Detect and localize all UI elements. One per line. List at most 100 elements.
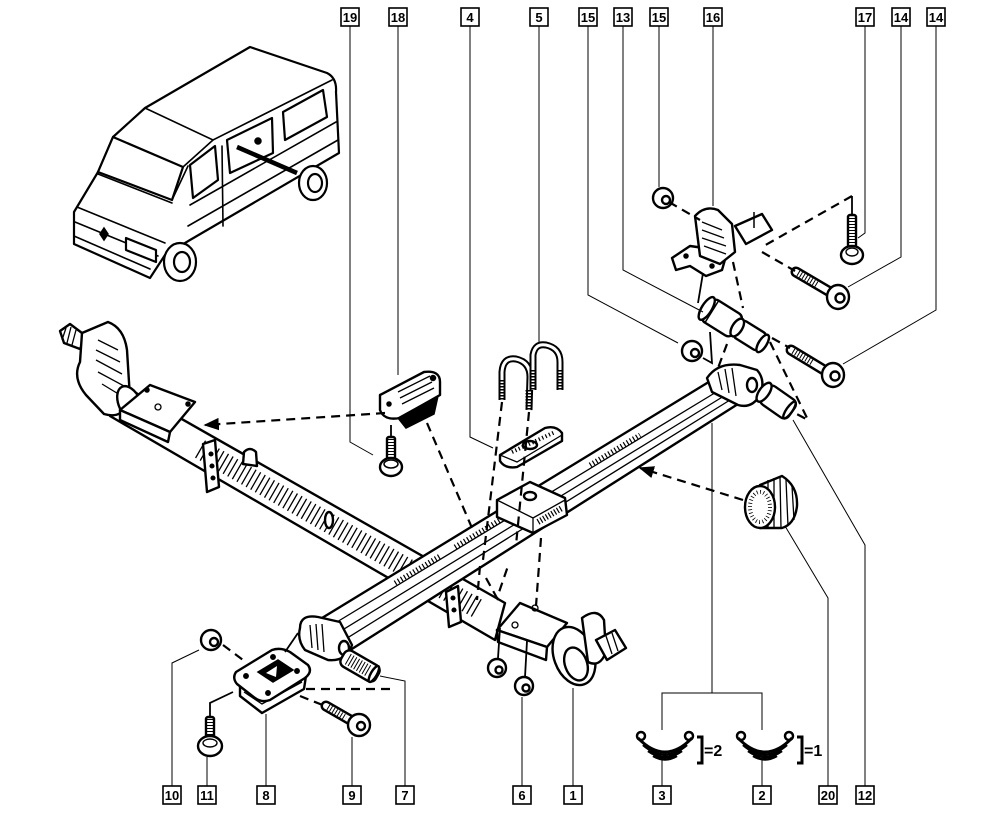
van-rear-wheel bbox=[297, 164, 329, 202]
leaf-pack-icon-2 bbox=[735, 730, 795, 761]
part-17-bolt bbox=[839, 213, 865, 266]
axle-tab bbox=[241, 447, 259, 468]
spring-center-clamp bbox=[495, 480, 569, 535]
part-13-bushing bbox=[697, 295, 771, 354]
van-illustration bbox=[72, 45, 341, 283]
leader-17 bbox=[857, 26, 866, 239]
svg-text:2: 2 bbox=[758, 788, 765, 803]
svg-text:1: 1 bbox=[569, 788, 576, 803]
leader-19 bbox=[349, 26, 374, 456]
leader-14-a bbox=[847, 26, 902, 288]
part-16-shackle-bracket bbox=[670, 207, 774, 278]
part-15-nut-lower bbox=[680, 339, 704, 363]
part-14-bolt-lower bbox=[785, 344, 846, 389]
svg-text:17: 17 bbox=[858, 10, 872, 25]
part-8-spring-bracket bbox=[233, 647, 312, 715]
svg-text:6: 6 bbox=[518, 788, 525, 803]
callout-5: 5 bbox=[529, 7, 549, 27]
callout-20: 20 bbox=[818, 785, 838, 805]
callout-18: 18 bbox=[388, 7, 408, 27]
callout-4: 4 bbox=[460, 7, 480, 27]
part-19-bolt bbox=[378, 425, 404, 478]
leader-14-b bbox=[842, 26, 937, 365]
van-rear-side-window bbox=[281, 88, 329, 142]
callout-13: 13 bbox=[613, 7, 633, 27]
svg-text:9: 9 bbox=[348, 788, 355, 803]
leader-15-a bbox=[587, 26, 679, 344]
callout-12: 12 bbox=[855, 785, 875, 805]
assembly-lines bbox=[203, 195, 853, 717]
part-12-bushing bbox=[755, 381, 798, 420]
callout-2: 2 bbox=[752, 785, 772, 805]
leader-7 bbox=[379, 675, 406, 786]
svg-text:10: 10 bbox=[165, 788, 179, 803]
leaf-pack-icon-3 bbox=[635, 730, 695, 761]
callout-7: 7 bbox=[395, 785, 415, 805]
axle-location-marker bbox=[254, 137, 262, 145]
quantity-bracket-2 bbox=[797, 735, 804, 765]
van-front-wheel bbox=[162, 241, 198, 283]
part-18-bracket bbox=[378, 370, 442, 429]
part-15-nut-upper bbox=[651, 186, 675, 210]
van-headlight bbox=[124, 236, 158, 264]
callout-15-b: 15 bbox=[649, 7, 669, 27]
part-14-bolt-upper bbox=[790, 266, 851, 311]
callout-17: 17 bbox=[855, 7, 875, 27]
van-sliding-door-window bbox=[225, 116, 275, 175]
callout-1: 1 bbox=[563, 785, 583, 805]
callout-15-a: 15 bbox=[578, 7, 598, 27]
callout-16: 16 bbox=[703, 7, 723, 27]
leader-4 bbox=[469, 26, 494, 449]
leader-lines bbox=[171, 26, 937, 786]
svg-text:11: 11 bbox=[200, 788, 214, 803]
callout-6: 6 bbox=[512, 785, 532, 805]
right-stub-axle bbox=[594, 628, 628, 662]
svg-text:7: 7 bbox=[401, 788, 408, 803]
part-6-nuts bbox=[486, 657, 535, 697]
callout-9: 9 bbox=[342, 785, 362, 805]
svg-text:3: 3 bbox=[658, 788, 665, 803]
van-front-door-window bbox=[188, 144, 220, 200]
leader-13 bbox=[622, 26, 704, 313]
svg-text:16: 16 bbox=[706, 10, 720, 25]
svg-text:15: 15 bbox=[581, 10, 595, 25]
part-5-u-bolts bbox=[498, 341, 564, 411]
svg-text:14: 14 bbox=[929, 10, 944, 25]
part-4-saddle-plate bbox=[498, 425, 564, 469]
callout-14-a: 14 bbox=[891, 7, 911, 27]
callout-11: 11 bbox=[197, 785, 217, 805]
van-hood bbox=[76, 139, 214, 244]
callout-10: 10 bbox=[162, 785, 182, 805]
callout-14-b: 14 bbox=[926, 7, 946, 27]
axle-location-arrow bbox=[236, 144, 298, 176]
svg-text:15: 15 bbox=[652, 10, 666, 25]
svg-text:19: 19 bbox=[343, 10, 357, 25]
leaf-quantity-label-3: =2 bbox=[704, 743, 722, 760]
axle-slot bbox=[323, 510, 335, 530]
part-20-bump-stop bbox=[743, 474, 799, 530]
leader-3 bbox=[661, 423, 763, 786]
leader-20 bbox=[784, 525, 829, 786]
callout-8: 8 bbox=[256, 785, 276, 805]
leaf-quantity-label-2: =1 bbox=[804, 743, 822, 760]
axle-mounting-bracket-right bbox=[444, 584, 463, 629]
part-10-nut bbox=[199, 628, 223, 652]
svg-text:18: 18 bbox=[391, 10, 405, 25]
leader-10 bbox=[171, 649, 200, 786]
part-11-bolt bbox=[196, 715, 224, 758]
van-beltline bbox=[187, 121, 339, 227]
svg-text:8: 8 bbox=[262, 788, 269, 803]
svg-text:5: 5 bbox=[535, 10, 542, 25]
callout-19: 19 bbox=[340, 7, 360, 27]
quantity-bracket-3 bbox=[697, 735, 704, 765]
callout-3: 3 bbox=[652, 785, 672, 805]
svg-text:4: 4 bbox=[466, 10, 474, 25]
svg-text:14: 14 bbox=[894, 10, 909, 25]
part-7-bushing-pin bbox=[339, 649, 381, 684]
van-logo bbox=[99, 226, 109, 242]
axle-tube-hatching bbox=[195, 440, 485, 619]
svg-text:20: 20 bbox=[821, 788, 835, 803]
part-9-bolt bbox=[320, 700, 372, 738]
leaf-spring bbox=[297, 363, 764, 662]
